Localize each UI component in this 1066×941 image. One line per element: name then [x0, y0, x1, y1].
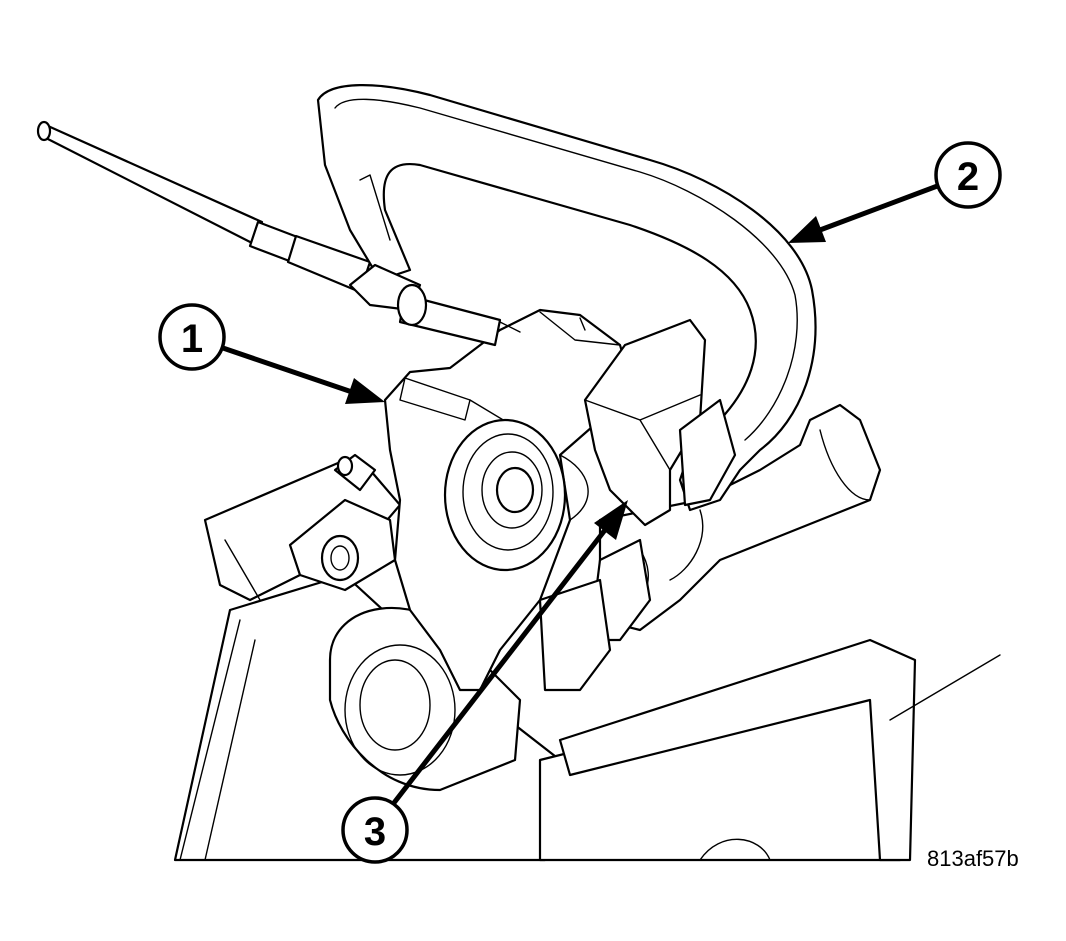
clamp-swivel-pad: [583, 318, 737, 527]
callout-2: 2: [788, 141, 1002, 243]
callout-2-label: 2: [957, 155, 979, 199]
callout-3: 3: [341, 500, 628, 864]
callout-1: 1: [158, 303, 385, 404]
callout-3-label: 3: [364, 810, 386, 854]
left-bracket-arm: [203, 458, 402, 602]
caliper-adapter-bracket: [538, 403, 882, 692]
figure-code: 813af57b: [927, 846, 1019, 871]
brake-hose: [36, 120, 372, 294]
disc-brake-caliper: [333, 308, 632, 692]
callout-1-label: 1: [181, 317, 203, 361]
c-clamp: [316, 84, 817, 512]
